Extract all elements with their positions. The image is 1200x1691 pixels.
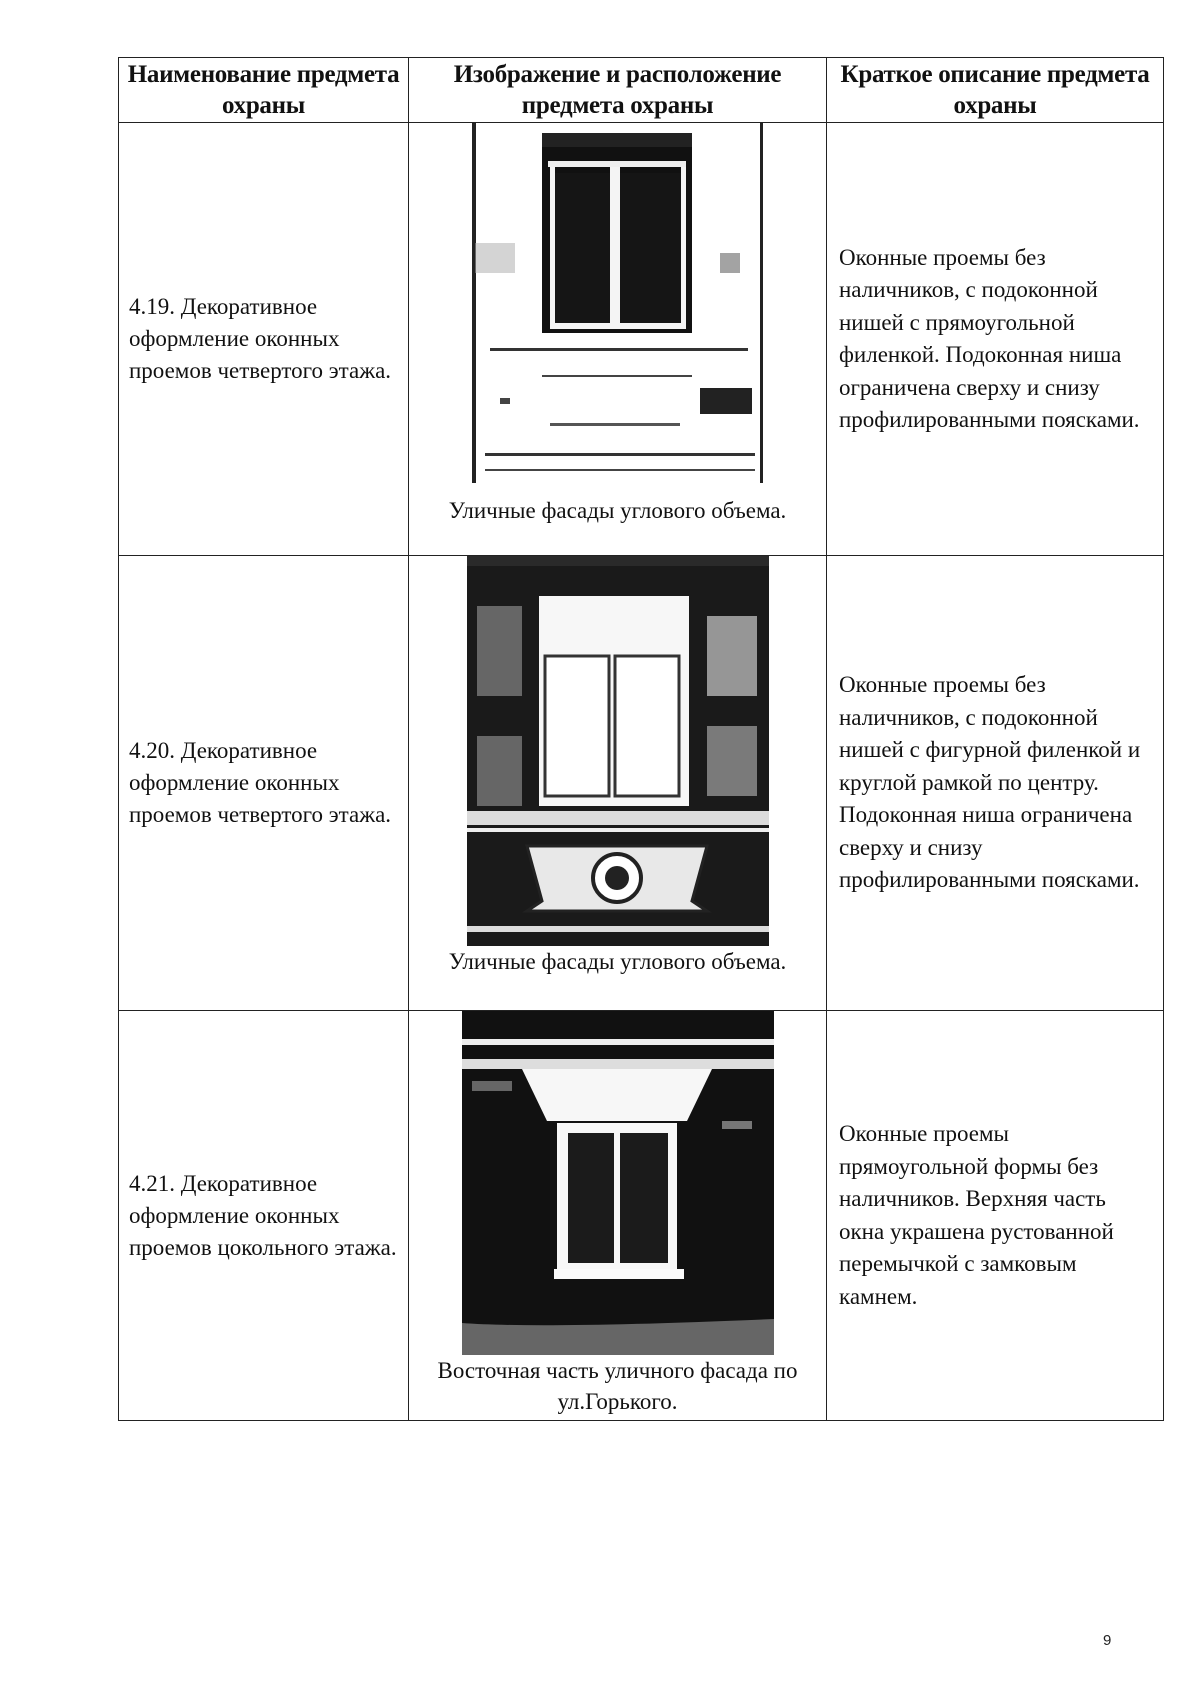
image-caption: Восточная часть уличного фасада по ул.Го… xyxy=(437,1358,798,1414)
facade-photo-icon xyxy=(469,123,766,495)
heritage-protection-table: Наименование предмета охраны Изображение… xyxy=(118,57,1164,1421)
facade-photo-icon xyxy=(466,556,769,946)
item-image-cell: Восточная часть уличного фасада по ул.Го… xyxy=(408,1010,827,1421)
item-name: 4.21. Декоративное оформление оконных пр… xyxy=(118,1010,409,1421)
header-image: Изображение и расположение предмета охра… xyxy=(408,57,827,123)
item-description: Оконные проемы без наличников, с подокон… xyxy=(826,122,1164,556)
item-name: 4.19. Декоративное оформление оконных пр… xyxy=(118,122,409,556)
item-description: Оконные проемы прямоугольной формы без н… xyxy=(826,1010,1164,1421)
item-image-cell: Уличные фасады углового объема. xyxy=(408,122,827,556)
item-description: Оконные проемы без наличников, с подокон… xyxy=(826,555,1164,1011)
item-image-cell: Уличные фасады углового объема. xyxy=(408,555,827,1011)
image-caption: Уличные фасады углового объема. xyxy=(448,498,787,523)
image-caption: Уличные фасады углового объема. xyxy=(448,949,787,974)
table-row: 4.20. Декоративное оформление оконных пр… xyxy=(118,555,1164,1011)
item-name: 4.20. Декоративное оформление оконных пр… xyxy=(118,555,409,1011)
header-description: Краткое описание предмета охраны xyxy=(826,57,1164,123)
table-row: 4.21. Декоративное оформление оконных пр… xyxy=(118,1010,1164,1421)
header-name: Наименование предмета охраны xyxy=(118,57,409,123)
table-header-row: Наименование предмета охраны Изображение… xyxy=(118,57,1164,123)
page-number: 9 xyxy=(1103,1632,1112,1649)
table-row: 4.19. Декоративное оформление оконных пр… xyxy=(118,122,1164,556)
facade-photo-icon xyxy=(461,1011,774,1355)
